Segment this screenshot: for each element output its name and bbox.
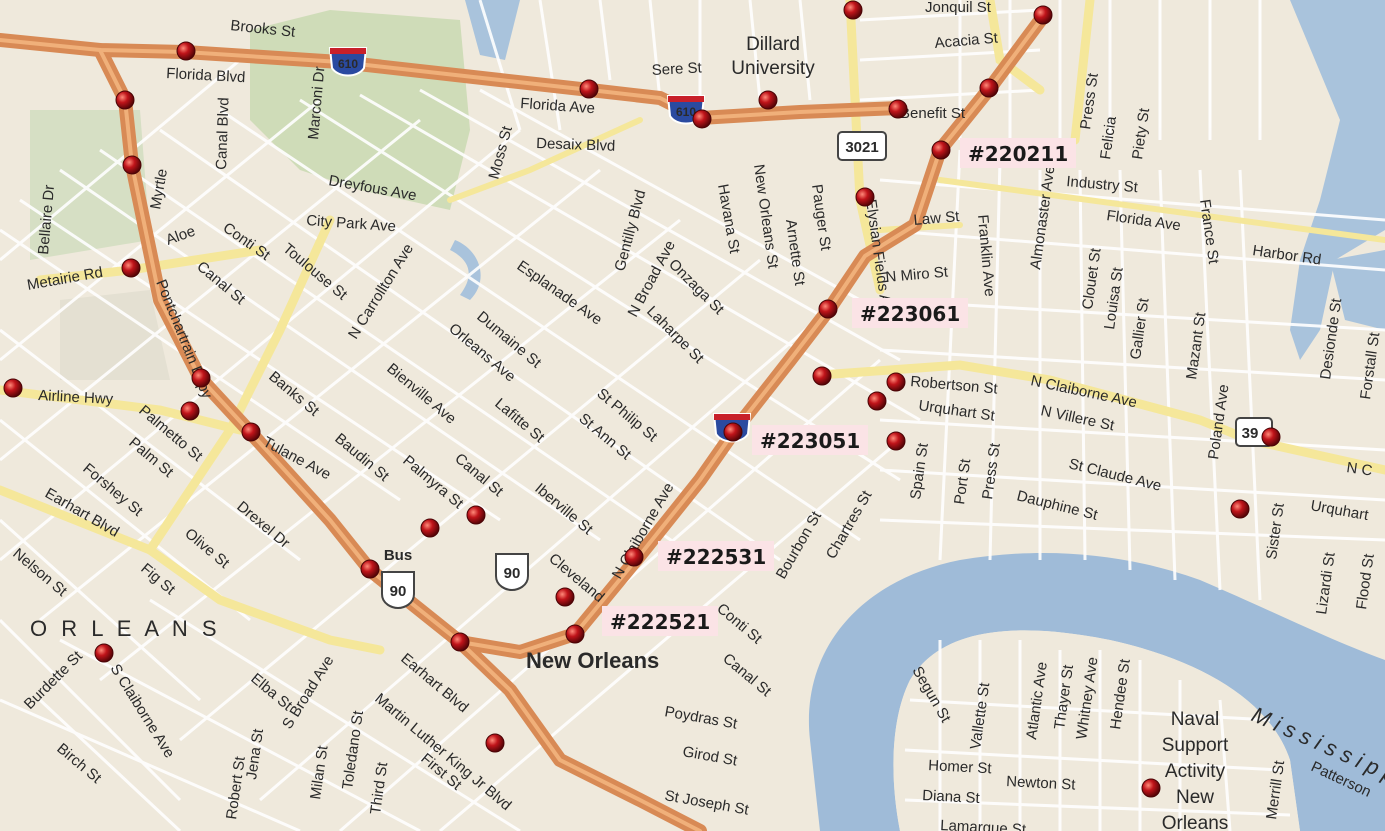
shield-text: 3021 [845, 139, 878, 156]
map-marker[interactable] [979, 78, 999, 98]
camera-label-223061[interactable]: #223061 [852, 298, 968, 328]
shield-text: 90 [504, 565, 521, 582]
street-label: Canal Blvd [213, 97, 233, 170]
map-marker[interactable] [888, 99, 908, 119]
map-marker[interactable] [466, 505, 486, 525]
street-label: N C [1345, 459, 1373, 479]
street-label: Law St [913, 208, 961, 229]
shield-i610-a: 610 [328, 47, 368, 77]
map-marker[interactable] [94, 643, 114, 663]
shield-text: 39 [1242, 425, 1259, 442]
shield-text: 610 [338, 57, 358, 71]
street-label: N Miro St [885, 264, 950, 286]
poi-line: University [731, 58, 815, 79]
street-label: Bellaire Dr [35, 184, 58, 255]
algiers-land [893, 630, 1300, 831]
camera-label-220211[interactable]: #220211 [960, 138, 1076, 168]
street-label: Florida Ave [520, 95, 596, 117]
shield-us90: 90 [495, 553, 529, 592]
camera-label-text: #223051 [760, 429, 860, 453]
map-marker[interactable] [115, 90, 135, 110]
shield-3021: 3021 [837, 131, 887, 161]
city-label: New Orleans [526, 648, 659, 673]
map-marker[interactable] [555, 587, 575, 607]
water-small [450, 0, 1385, 360]
street-label: Newton St [1006, 773, 1077, 794]
street-label: Desaix Blvd [536, 135, 616, 155]
poi-line: New [1176, 787, 1214, 808]
shield-text: 90 [390, 583, 407, 600]
mississippi-river [808, 552, 1385, 831]
map-marker[interactable] [886, 431, 906, 451]
map-marker[interactable] [692, 109, 712, 129]
map-marker[interactable] [176, 41, 196, 61]
street-label: Florida Blvd [166, 65, 246, 86]
map-marker[interactable] [420, 518, 440, 538]
map-marker[interactable] [579, 79, 599, 99]
map-marker[interactable] [886, 372, 906, 392]
camera-label-text: #220211 [968, 142, 1068, 166]
street-label: Benefit St [900, 105, 966, 122]
shield-us90-bus: Bus 90 [381, 547, 415, 610]
map-marker[interactable] [758, 90, 778, 110]
map-marker[interactable] [843, 0, 863, 20]
map-marker[interactable] [931, 140, 951, 160]
camera-label-text: #223061 [860, 302, 960, 326]
map-marker[interactable] [1261, 427, 1281, 447]
street-label: Marconi Dr [305, 66, 328, 141]
map-marker[interactable] [485, 733, 505, 753]
street-label: Brooks St [230, 17, 297, 41]
map-marker[interactable] [191, 368, 211, 388]
map-marker[interactable] [241, 422, 261, 442]
map-marker[interactable] [1033, 5, 1053, 25]
street-label: Industry St [1066, 173, 1140, 196]
poi-line: Naval [1171, 709, 1220, 730]
street-label: Airline Hwy [38, 387, 114, 408]
camera-label-222521[interactable]: #222521 [602, 606, 718, 636]
map-marker[interactable] [122, 155, 142, 175]
poi-naval: Naval Support Activity New Orleans [1162, 709, 1229, 831]
street-label: Homer St [928, 757, 993, 777]
street-label: Jonquil St [925, 0, 992, 16]
map-marker[interactable] [565, 624, 585, 644]
markers[interactable] [3, 0, 1281, 798]
camera-label-223051[interactable]: #223051 [752, 425, 868, 455]
street-label: City Park Ave [306, 212, 397, 235]
street-label: Lamarque St [940, 817, 1027, 831]
camera-label-text: #222521 [610, 610, 710, 634]
shield-text: 610 [676, 105, 696, 119]
camera-label-text: #222531 [666, 545, 766, 569]
poi-line: Dillard [746, 34, 800, 55]
street-label: Acacia St [934, 29, 999, 52]
street-label: Port St [951, 457, 974, 506]
map-marker[interactable] [812, 366, 832, 386]
street-label: Diana St [922, 787, 981, 807]
map-marker[interactable] [867, 391, 887, 411]
map-marker[interactable] [360, 559, 380, 579]
street-label: Felicia [1097, 115, 1120, 161]
highways [0, 7, 1052, 831]
street-label: Sere St [651, 59, 703, 79]
camera-label-222531[interactable]: #222531 [658, 541, 774, 571]
map-marker[interactable] [180, 401, 200, 421]
map-marker[interactable] [121, 258, 141, 278]
poi-line: Activity [1165, 761, 1226, 782]
map-marker[interactable] [1230, 499, 1250, 519]
map-marker[interactable] [450, 632, 470, 652]
poi-dillard: Dillard University [731, 34, 815, 79]
poi-line: Orleans [1162, 813, 1229, 831]
bus-label: Bus [384, 547, 412, 564]
street-label: Myrtle [147, 168, 171, 211]
region-label: O R L E A N S [30, 616, 221, 641]
map-marker[interactable] [723, 422, 743, 442]
poi-line: Support [1162, 735, 1229, 756]
map-marker[interactable] [1141, 778, 1161, 798]
map-marker[interactable] [818, 299, 838, 319]
map-marker[interactable] [855, 187, 875, 207]
map-marker[interactable] [3, 378, 23, 398]
map-marker[interactable] [624, 547, 644, 567]
